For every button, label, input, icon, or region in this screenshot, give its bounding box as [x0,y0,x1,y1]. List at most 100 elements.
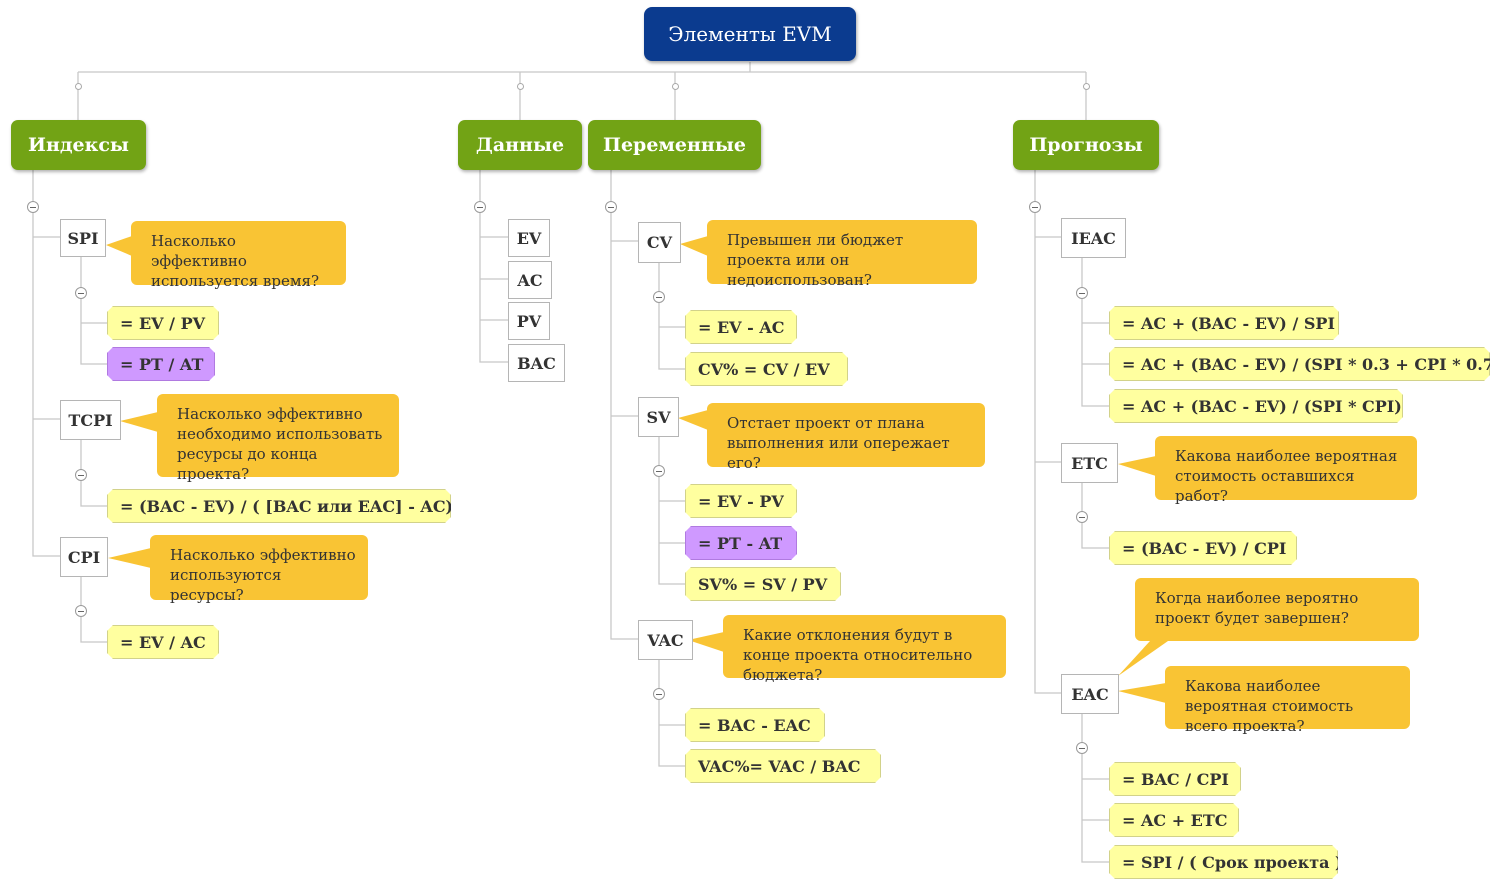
note-text: Когда наиболее вероятно проект будет зав… [1155,589,1359,627]
collapse-toggle[interactable] [27,201,39,213]
formula-vac-2[interactable]: VAC%= VAC / BAC [685,749,881,783]
node-ieac[interactable]: IEAC [1061,218,1126,258]
formula-tcpi-1[interactable]: = (BAC - EV) / ( [BAC или EAC] - AC) [107,489,451,523]
formula-text: = (BAC - EV) / CPI [1122,538,1287,558]
data-item-pv[interactable]: PV [508,302,550,340]
root-label: Элементы EVM [668,22,832,46]
collapse-toggle[interactable] [1076,742,1088,754]
collapse-toggle[interactable] [605,201,617,213]
category-label: Прогнозы [1029,134,1143,156]
collapse-toggle[interactable] [1029,201,1041,213]
note-vac: Какие отклонения будут в конце проекта о… [723,615,1006,684]
formula-text: = EV / AC [120,632,206,652]
note-text: Насколько эффективно необходимо использо… [177,405,383,483]
formula-text: = PT / AT [120,354,204,374]
collapse-toggle[interactable] [75,469,87,481]
formula-ieac-1[interactable]: = AC + (BAC - EV) / SPI [1109,306,1339,340]
collapse-toggle[interactable] [1076,511,1088,523]
node-label: CV [646,233,673,252]
note-sv: Отстает проект от плана выполнения или о… [707,403,985,472]
note-eac-time: Когда наиболее вероятно проект будет зав… [1135,578,1419,641]
formula-eac-1[interactable]: = BAC / CPI [1109,762,1241,796]
collapse-toggle[interactable] [1076,287,1088,299]
note-spi: Насколько эффективно используется время? [131,221,346,290]
formula-text: = AC + (BAC - EV) / (SPI * CPI) [1122,396,1402,416]
formula-ieac-3[interactable]: = AC + (BAC - EV) / (SPI * CPI) [1109,389,1403,423]
note-text: Насколько эффективно используются ресурс… [170,546,356,604]
category-label: Индексы [28,134,129,156]
category-label: Данные [475,134,565,156]
formula-cv-1[interactable]: = EV - AC [685,310,797,344]
formula-sv-1[interactable]: = EV - PV [685,484,797,518]
formula-text: = PT - AT [698,533,783,553]
node-etc[interactable]: ETC [1061,443,1118,483]
connector-dot [75,83,82,90]
formula-cpi-1[interactable]: = EV / AC [107,625,219,659]
node-tcpi[interactable]: TCPI [60,400,121,440]
category-data[interactable]: Данные [458,120,582,170]
note-text: Отстает проект от плана выполнения или о… [727,414,950,472]
formula-text: = EV - AC [698,317,785,337]
formula-text: = EV / PV [120,313,206,333]
category-forecasts[interactable]: Прогнозы [1013,120,1159,170]
note-text: Насколько эффективно используется время? [151,232,320,290]
formula-sv-3[interactable]: SV% = SV / PV [685,567,841,601]
formula-sv-2[interactable]: = PT - AT [685,526,797,560]
collapse-toggle[interactable] [75,287,87,299]
formula-text: = AC + (BAC - EV) / SPI [1122,313,1335,333]
collapse-toggle[interactable] [653,688,665,700]
formula-text: CV% = CV / EV [698,359,830,379]
data-item-bac[interactable]: BAC [508,344,565,382]
formula-text: VAC%= VAC / BAC [698,756,861,776]
node-label: SPI [67,228,99,248]
connector-dot [672,83,679,90]
formula-text: = (BAC - EV) / ( [BAC или EAC] - AC) [120,496,454,516]
formula-spi-1[interactable]: = EV / PV [107,306,219,340]
node-vac[interactable]: VAC [638,620,693,660]
node-label: EV [516,228,542,248]
category-variables[interactable]: Переменные [588,120,761,170]
formula-text: = BAC - EAC [698,715,811,735]
node-cpi[interactable]: CPI [60,537,108,577]
formula-vac-1[interactable]: = BAC - EAC [685,708,825,742]
formula-eac-2[interactable]: = AC + ETC [1109,803,1239,837]
note-text: Превышен ли бюджет проекта или он недоис… [727,231,904,289]
collapse-toggle[interactable] [474,201,486,213]
data-item-ac[interactable]: AC [508,261,552,299]
collapse-toggle[interactable] [653,291,665,303]
formula-text: SV% = SV / PV [698,574,828,594]
note-text: Какие отклонения будут в конце проекта о… [743,626,973,684]
connector-dot [1083,83,1090,90]
collapse-toggle[interactable] [653,465,665,477]
formula-text: = AC + (BAC - EV) / (SPI * 0.3 + CPI * 0… [1122,354,1498,374]
note-cv: Превышен ли бюджет проекта или он недоис… [707,220,977,289]
node-label: IEAC [1071,228,1116,248]
note-tcpi: Насколько эффективно необходимо использо… [157,394,399,483]
note-cpi: Насколько эффективно используются ресурс… [150,535,368,604]
category-indices[interactable]: Индексы [11,120,146,170]
node-spi[interactable]: SPI [60,219,106,257]
formula-spi-2[interactable]: = PT / AT [107,347,215,381]
formula-text: = SPI / ( Срок проекта ) [1122,852,1343,872]
node-label: AC [517,270,543,290]
node-label: BAC [517,353,556,373]
node-label: VAC [647,630,684,650]
node-eac[interactable]: EAC [1061,674,1119,714]
formula-cv-2[interactable]: CV% = CV / EV [685,352,848,386]
formula-ieac-2[interactable]: = AC + (BAC - EV) / (SPI * 0.3 + CPI * 0… [1109,347,1490,381]
node-label: EAC [1071,684,1109,704]
formula-etc-1[interactable]: = (BAC - EV) / CPI [1109,531,1297,565]
node-label: ETC [1071,453,1108,473]
note-text: Какова наиболее вероятная стоимость оста… [1175,447,1398,505]
root-node[interactable]: Элементы EVM [644,7,856,61]
node-cv[interactable]: CV [638,222,681,263]
formula-eac-3[interactable]: = SPI / ( Срок проекта ) [1109,845,1338,879]
node-sv[interactable]: SV [638,397,679,437]
data-item-ev[interactable]: EV [508,219,550,257]
note-eac-cost: Какова наиболее вероятная стоимость всег… [1165,666,1410,735]
collapse-toggle[interactable] [75,605,87,617]
note-etc: Какова наиболее вероятная стоимость оста… [1155,436,1417,505]
formula-text: = AC + ETC [1122,810,1228,830]
formula-text: = EV - PV [698,491,784,511]
node-label: CPI [67,547,101,567]
